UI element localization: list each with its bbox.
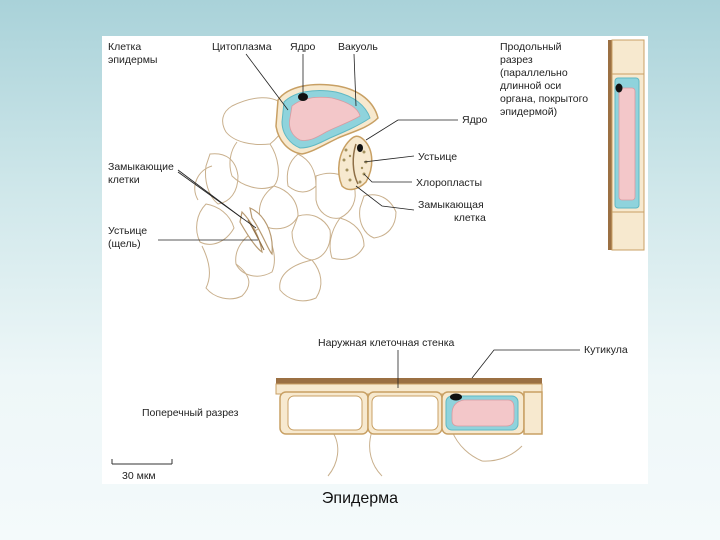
- label-scale: 30 мкм: [122, 470, 156, 482]
- epidermal-cell-outline: [258, 185, 299, 230]
- chloroplast: [348, 178, 352, 182]
- epidermal-cell-outline: [359, 194, 397, 239]
- longitudinal-nucleus: [615, 83, 623, 93]
- chloroplast: [362, 150, 366, 154]
- label-guard-cell-2: клетка: [454, 212, 486, 224]
- stoma-slit: [247, 219, 265, 251]
- epidermal-cell-outline: [291, 214, 331, 261]
- highlighted-epidermal-cell: [275, 83, 379, 155]
- guard-cell-left: [239, 210, 263, 254]
- label-guard-cell-1: Замыкающая: [418, 199, 484, 211]
- label-cytoplasm: Цитоплазма: [212, 41, 272, 53]
- cross-section: [275, 378, 543, 477]
- cross-cell-partial: [523, 391, 543, 435]
- underlying-cell-outline: [327, 430, 339, 477]
- vacuole: [289, 96, 361, 141]
- leader-line-nucleus-right-bend: [365, 119, 399, 141]
- labels: Клетка эпидермы Цитоплазма Ядро Вакуоль …: [108, 41, 628, 482]
- leader-line-guard-cell: [355, 185, 415, 211]
- cross-cell-vacuole: [451, 399, 515, 427]
- label-nucleus-top: Ядро: [290, 41, 316, 53]
- label-stoma-slit-1: Устьице: [108, 225, 147, 237]
- label-outer-wall: Наружная клеточная стенка: [318, 337, 455, 349]
- cross-cell-lumen: [371, 395, 439, 431]
- guard-cell-right: [249, 206, 273, 256]
- cuticle-layer: [276, 378, 542, 384]
- leader-line-guard-cells-2: [177, 171, 257, 229]
- label-cross-section: Поперечный разрез: [142, 407, 239, 419]
- figure-caption: Эпидерма: [321, 490, 399, 507]
- cross-cell-nucleus: [450, 393, 462, 401]
- underlying-cells: [327, 430, 523, 477]
- underlying-cell-outline: [481, 445, 523, 462]
- chloroplast: [358, 180, 362, 184]
- epidermal-cell-outline: [235, 225, 275, 277]
- nucleus: [298, 93, 308, 101]
- chloroplast: [344, 148, 348, 152]
- stoma-pore: [352, 143, 359, 185]
- chloroplast: [345, 168, 349, 172]
- longitudinal-cuticle: [608, 40, 612, 250]
- label-nucleus-right: Ядро: [462, 114, 488, 126]
- label-longitudinal-6: эпидермой): [500, 106, 557, 118]
- epidermal-cell-outline: [279, 259, 322, 302]
- leader-lines: [158, 53, 580, 388]
- epidermal-cell-outline: [286, 153, 317, 193]
- underlying-cell-outline: [451, 430, 483, 462]
- cross-cell-lumen: [287, 395, 363, 431]
- label-chloroplasts: Хлоропласты: [416, 177, 482, 189]
- label-guard-cells-2: клетки: [108, 174, 140, 186]
- chloroplast: [348, 154, 352, 158]
- label-longitudinal-3: (параллельно: [500, 67, 568, 79]
- label-longitudinal-4: длинной оси: [500, 80, 561, 92]
- label-stoma-top: Устьице: [418, 151, 457, 163]
- longitudinal-vacuole: [618, 87, 636, 201]
- label-longitudinal-2: разрез: [500, 54, 533, 66]
- label-guard-cells-1: Замыкающие: [108, 161, 174, 173]
- chloroplast: [360, 166, 364, 170]
- leader-line-vacuole: [353, 53, 357, 107]
- epidermal-cell-outline: [229, 141, 279, 189]
- label-stoma-slit-2: (щель): [108, 238, 141, 250]
- epidermal-cell-outline: [329, 217, 365, 260]
- leader-line-cytoplasm: [245, 53, 289, 111]
- guard-cell-nucleus: [357, 144, 363, 152]
- epidermal-cell-outline: [196, 203, 235, 245]
- epidermis-diagram: Клетка эпидермы Цитоплазма Ядро Вакуоль …: [108, 39, 645, 482]
- epidermal-cell-outline: [201, 245, 250, 300]
- left-stoma: [239, 206, 273, 256]
- longitudinal-section: [608, 39, 645, 251]
- label-cuticle: Кутикула: [584, 344, 628, 356]
- label-epidermal-cell-2: эпидермы: [108, 54, 157, 66]
- right-stoma: [337, 135, 373, 191]
- chloroplasts: [342, 148, 368, 184]
- epidermal-cell-outline: [194, 165, 213, 201]
- surface-view-cells: [194, 97, 397, 302]
- leader-line-cuticle: [471, 349, 580, 379]
- chloroplast: [342, 158, 346, 162]
- underlying-cell-outline: [369, 430, 383, 477]
- epidermal-cell-outline: [205, 153, 239, 205]
- label-epidermal-cell-1: Клетка: [108, 41, 141, 53]
- leader-line-stoma: [363, 155, 415, 163]
- label-longitudinal-1: Продольный: [500, 41, 562, 53]
- diagram-panel: Клетка эпидермы Цитоплазма Ядро Вакуоль …: [102, 36, 648, 484]
- label-longitudinal-5: органа, покрытого: [500, 93, 588, 105]
- leader-line-chloroplasts: [363, 173, 412, 183]
- label-vacuole: Вакуоль: [338, 41, 378, 53]
- scale-bar: [111, 459, 173, 465]
